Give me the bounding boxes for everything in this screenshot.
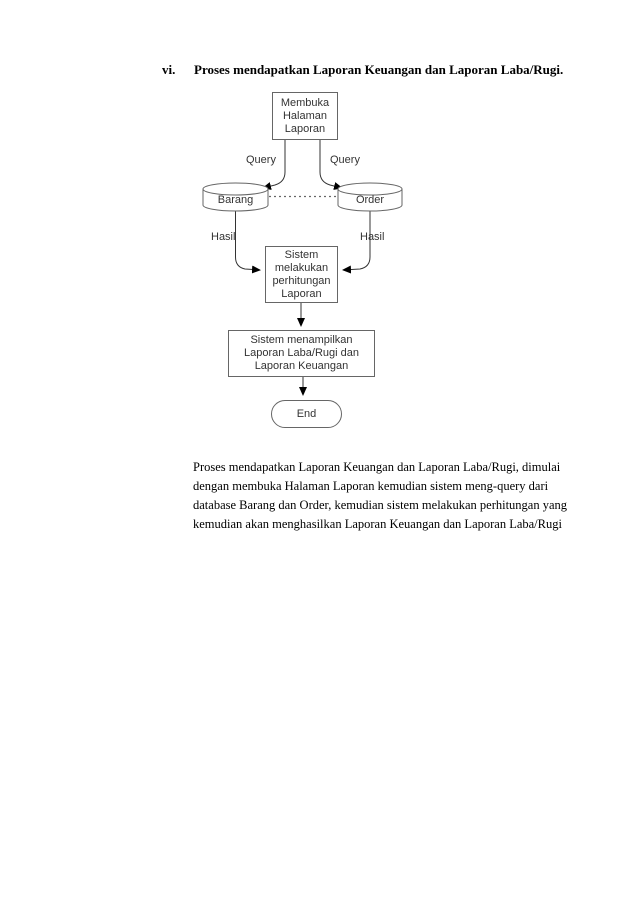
database-cylinder-barang xyxy=(202,182,269,212)
edge-label-query-left: Query xyxy=(246,154,276,166)
flowchart-node-database-barang: Barang xyxy=(217,194,254,206)
flowchart-node-display: Sistem menampilkan Laporan Laba/Rugi dan… xyxy=(228,330,375,377)
edge-label-query-right: Query xyxy=(330,154,360,166)
flowchart-node-process: Sistem melakukan perhitungan Laporan xyxy=(265,246,338,303)
database-cylinder-order xyxy=(337,182,403,212)
connector-query-left xyxy=(262,140,286,190)
description-paragraph: Proses mendapatkan Laporan Keuangan dan … xyxy=(193,460,568,531)
flowchart-node-start: Membuka Halaman Laporan xyxy=(272,92,338,140)
section-heading: vi. Proses mendapatkan Laporan Keuangan … xyxy=(162,62,563,78)
connector-hasil-right xyxy=(342,211,371,274)
edge-label-hasil-left: Hasil xyxy=(211,231,236,243)
flowchart-node-database-order: Order xyxy=(355,194,385,206)
flowchart-node-end: End xyxy=(271,400,342,428)
heading-title: Proses mendapatkan Laporan Keuangan dan … xyxy=(194,62,564,77)
connector-query-right xyxy=(319,140,343,190)
edge-label-hasil-right: Hasil xyxy=(360,231,385,243)
heading-number: vi. xyxy=(162,62,176,77)
connector-hasil-left xyxy=(235,211,261,274)
